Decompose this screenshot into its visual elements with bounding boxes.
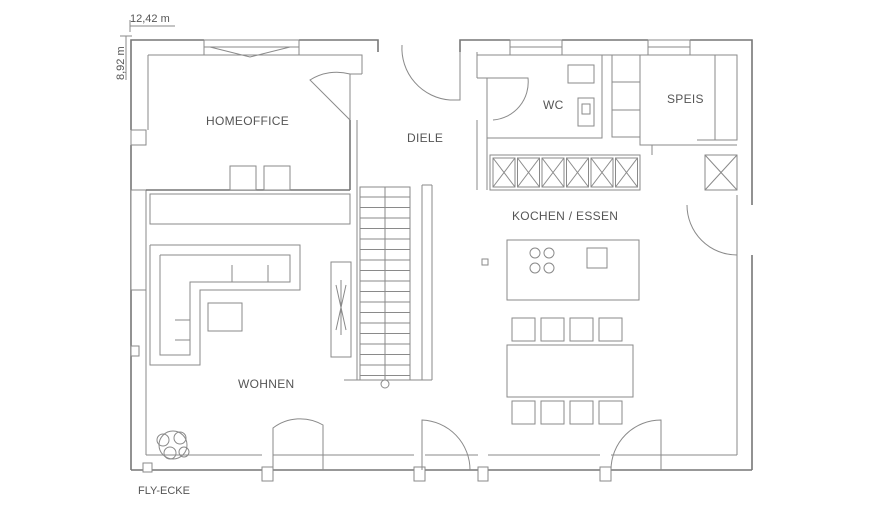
- width-dimension-label: 12,42 m: [130, 13, 170, 25]
- dining-chair: [569, 317, 594, 342]
- tv-cabinet: [330, 261, 352, 358]
- living-room-sofa: [149, 244, 301, 366]
- staircase: [359, 186, 411, 389]
- room-label-wohnen: WOHNEN: [238, 377, 294, 391]
- coffee-table: [207, 302, 243, 332]
- dining-chair: [540, 400, 565, 425]
- height-dimension-label: 8,92 m: [115, 46, 127, 80]
- windows: [130, 39, 691, 482]
- room-label-homeoffice: HOMEOFFICE: [206, 114, 289, 128]
- dining-chair: [598, 400, 623, 425]
- dining-chair: [569, 400, 594, 425]
- kitchen-island: [481, 239, 640, 301]
- counter-cell-cross: [566, 157, 589, 188]
- dining-chair: [540, 317, 565, 342]
- speis-shelving: [611, 54, 738, 191]
- plant-icon: [156, 430, 190, 460]
- dining-set: [506, 317, 634, 425]
- dining-chair: [511, 317, 536, 342]
- room-label-fly-ecke: FLY-ECKE: [138, 485, 190, 497]
- counter-cell-cross: [492, 157, 516, 188]
- room-label-kochen-essen: KOCHEN / ESSEN: [512, 209, 618, 223]
- dining-chair: [598, 317, 623, 342]
- counter-cell-cross: [590, 157, 614, 188]
- counter-cell-cross: [517, 157, 540, 188]
- counter-cell-cross: [541, 157, 565, 188]
- doors: [272, 44, 738, 471]
- wc-fixtures: [567, 64, 595, 127]
- interior-walls: [146, 55, 737, 381]
- homeoffice-chairs: [229, 165, 291, 191]
- room-label-wc: WC: [543, 98, 564, 112]
- dining-chair: [511, 400, 536, 425]
- kitchen-counter: [489, 154, 641, 191]
- dimension-markers: [120, 20, 175, 80]
- room-label-diele: DIELE: [407, 131, 443, 145]
- room-label-speis: SPEIS: [667, 92, 704, 106]
- counter-cell-cross: [615, 157, 638, 188]
